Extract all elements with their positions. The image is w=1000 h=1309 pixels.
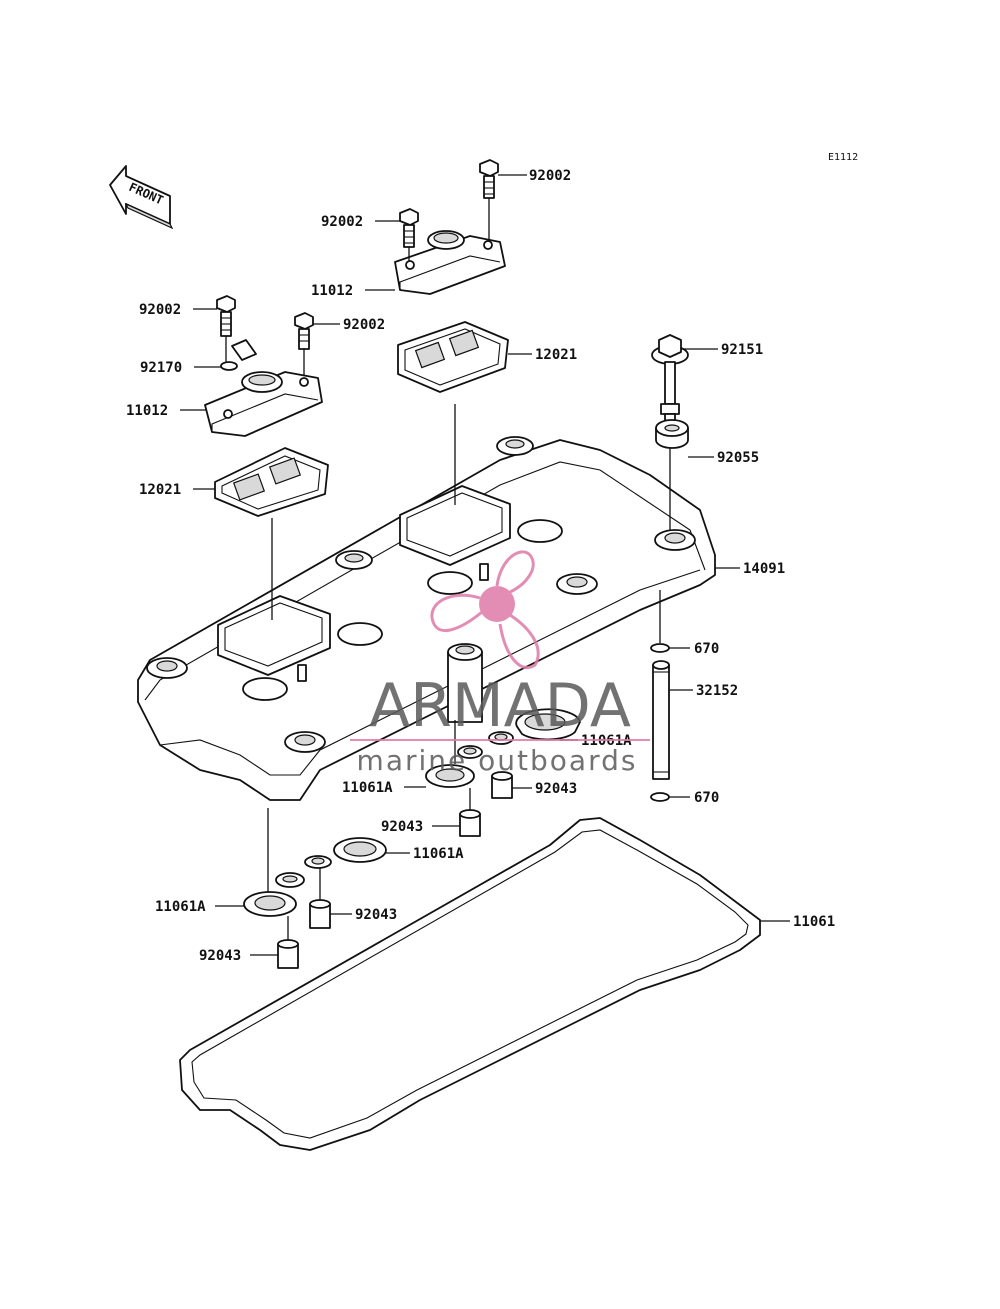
callout-label: 92151 [721,342,763,358]
leader-lines [180,174,790,956]
cover-gasket-11061 [179,817,761,1151]
watermark-tagline: marine outboards [357,744,638,777]
collar-92043-c [309,899,331,929]
callout-label: 92043 [355,907,397,923]
seal-11061A-lower-left [243,872,305,917]
seal-11061A-mid-left [425,745,483,788]
callout-label: 11012 [126,403,168,419]
callout-label: 92002 [321,214,363,230]
callout-label: 92055 [717,450,759,466]
gasket-12021-left [214,447,329,517]
bolt-92002-d [294,312,314,350]
cover-cap-upper [394,230,506,295]
callout-label: 92043 [199,948,241,964]
collar-92043-d [277,939,299,969]
clip-92170 [220,339,257,371]
callout-labels: 92002 92002 11012 92002 92002 12021 9217… [126,168,835,964]
seal-11061A-lower-right [304,837,387,869]
callout-label: 92002 [139,302,181,318]
callout-label: 11012 [311,283,353,299]
collar-92043-a [491,771,513,799]
callout-label: 670 [694,790,719,806]
callout-label: 92043 [535,781,577,797]
callout-label: 12021 [535,347,577,363]
diagram-code: E1112 [828,152,858,163]
armada-watermark: ARMADA marine outboards [350,550,650,777]
callout-label: 11061A [155,899,206,915]
o-ring-670-top [650,643,670,653]
cylinder-head-cover [137,436,716,801]
callout-label: 32152 [696,683,738,699]
bolt-92002-a [479,159,499,199]
watermark-brand: ARMADA [369,671,631,741]
o-ring-670-bottom [650,792,670,802]
callout-label: 92043 [381,819,423,835]
callout-label: 12021 [139,482,181,498]
collar-92043-b [459,809,481,837]
callout-label: 92170 [140,360,182,376]
callout-label: 92002 [529,168,571,184]
callout-label: 14091 [743,561,785,577]
bolt-92002-c [216,295,236,337]
pipe-32152 [652,660,670,780]
propeller-logo-icon [430,550,540,669]
callout-label: 11061A [413,846,464,862]
front-arrow-icon: FRONT [109,165,174,230]
cover-cap-lower [204,371,323,437]
callout-label: 670 [694,641,719,657]
callout-label: 92002 [343,317,385,333]
callout-label: 11061A [342,780,393,796]
callout-label: 11061 [793,914,835,930]
bolt-92151 [651,334,689,435]
grommet-92055 [655,419,689,449]
gasket-12021-right [397,321,509,393]
bolt-92002-b [399,208,419,248]
